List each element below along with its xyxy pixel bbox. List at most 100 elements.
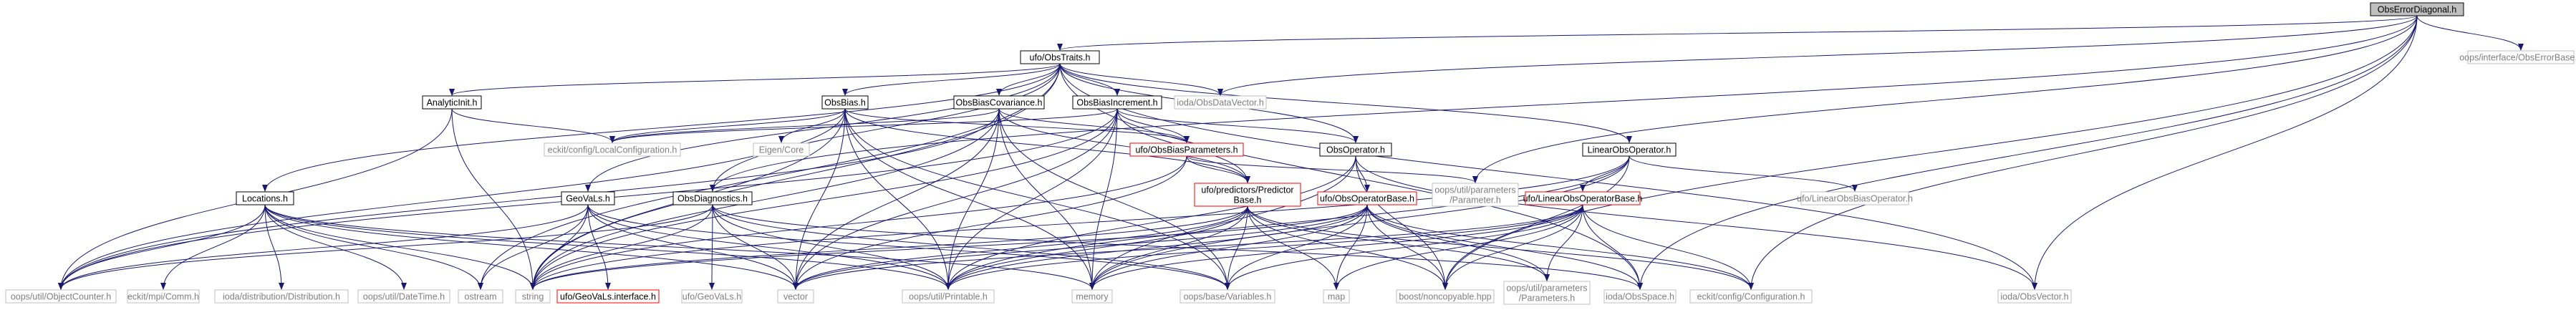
- node-label: oops/util/ObjectCounter.h: [11, 291, 111, 301]
- node-box: [5, 289, 117, 304]
- node-local-configuration: eckit/config/LocalConfiguration.h: [544, 142, 681, 157]
- edge-obs-error-diagonal-to-obs-diagnostics: [710, 15, 2418, 192]
- dependency-nodes: ObsErrorDiagonal.h ufo/ObsTraits.h oops/in…: [5, 2, 2576, 305]
- node-string: string: [515, 289, 551, 304]
- node-box: [753, 142, 810, 157]
- edge-obs-traits-to-obs-bias-increment: [1059, 63, 1120, 96]
- node-geo-va-ls-interface[interactable]: ufo/GeoVaLs.interface.h: [556, 289, 660, 304]
- node-linear-obs-operator-base[interactable]: ufo/LinearObsOperatorBase.h: [1523, 191, 1643, 205]
- node-box: [1317, 191, 1417, 205]
- node-label: ObsDiagnostics.h: [677, 193, 748, 203]
- edge-obs-bias-to-memory: [844, 108, 1095, 290]
- edge-predictor-base-to-variables: [1225, 205, 1248, 290]
- node-obs-space: ioda/ObsSpace.h: [1603, 289, 1677, 304]
- node-locations[interactable]: Locations.h: [236, 191, 294, 205]
- edge-obs-error-diagonal-to-obs-data-vector: [1217, 15, 2418, 96]
- edge-obs-bias-parameters-to-vector: [793, 155, 1187, 290]
- edge-analytic-init-to-local-configuration: [451, 108, 615, 143]
- node-label: ufo/GeoVaLs.interface.h: [560, 291, 656, 301]
- node-label: eckit/config/Configuration.h: [1697, 291, 1805, 301]
- edge-obs-operator-base-to-string: [530, 204, 1368, 290]
- node-label: boost/noncopyable.hpp: [1399, 291, 1491, 301]
- edge-geo-va-ls-to-ostream: [478, 204, 589, 290]
- edge-locations-to-eckit-comm: [160, 204, 266, 290]
- node-label: oops/interface/ObsErrorBase.h: [2459, 52, 2576, 62]
- edge-predictor-base-to-parameters: [1247, 205, 1550, 281]
- edge-linear-obs-operator-to-linear-obs-operator-base: [1580, 155, 1630, 192]
- node-ufo-geo-va-ls: ufo/GeoVaLs.h: [681, 289, 743, 304]
- edge-obs-bias-covariance-to-vector: [793, 108, 1000, 290]
- node-label: ioda/ObsSpace.h: [1606, 291, 1674, 301]
- edge-obs-bias-parameters-to-predictor-base: [1186, 155, 1250, 183]
- node-box: [357, 289, 450, 304]
- edge-obs-error-diagonal-to-obs-error-base: [2416, 15, 2524, 51]
- edge-obs-diagnostics-to-variables: [712, 204, 1230, 290]
- edge-predictor-base-to-printable: [945, 205, 1248, 290]
- node-box: [1323, 289, 1350, 304]
- node-box: [1020, 50, 1100, 64]
- edge-linear-obs-operator-base-to-map: [1333, 204, 1583, 290]
- node-label: string: [522, 291, 544, 301]
- edge-locations-to-memory: [264, 204, 1095, 290]
- node-label: memory: [1076, 291, 1109, 301]
- node-label: ioda/distribution/Distribution.h: [223, 291, 340, 301]
- node-box: [458, 289, 503, 304]
- edge-obs-operator-base-to-vector: [793, 204, 1368, 290]
- node-configuration: eckit/config/Configuration.h: [1689, 289, 1813, 304]
- edge-obs-operator-base-to-obs-space: [1366, 204, 1643, 290]
- node-obs-bias[interactable]: ObsBias.h: [821, 95, 869, 110]
- node-obs-diagnostics[interactable]: ObsDiagnostics.h: [672, 191, 753, 205]
- edge-obs-bias-increment-to-obs-bias-parameters: [1116, 108, 1190, 143]
- node-geo-va-ls[interactable]: GeoVaLs.h: [561, 191, 615, 205]
- node-box: [1072, 95, 1162, 110]
- node-label: vector: [783, 291, 808, 301]
- edge-obs-operator-to-memory: [1089, 155, 1356, 290]
- edge-obs-bias-covariance-to-obs-bias-parameters: [998, 108, 1190, 143]
- node-obs-operator[interactable]: ObsOperator.h: [1319, 142, 1392, 157]
- node-box: [1432, 183, 1519, 207]
- node-label: ObsBiasCovariance.h: [956, 97, 1043, 107]
- edge-predictor-base-to-noncopyable: [1247, 205, 1448, 290]
- node-label: oops/util/parameters: [1506, 283, 1587, 293]
- node-label: oops/util/DateTime.h: [363, 291, 445, 301]
- edge-locations-to-string: [264, 204, 536, 290]
- node-label: AnalyticInit.h: [427, 97, 478, 107]
- edge-obs-diagnostics-to-vector: [712, 204, 799, 290]
- node-box: [1689, 289, 1813, 304]
- edge-obs-operator-base-to-configuration: [1366, 204, 1754, 290]
- node-box: [127, 289, 200, 304]
- edge-obs-traits-to-linear-obs-operator: [1059, 63, 1632, 143]
- node-oops-parameter: oops/util/parameters/Parameter.h: [1432, 183, 1519, 207]
- node-label: ufo/LinearObsBiasOperator.h: [1797, 193, 1913, 203]
- edge-linear-obs-operator-base-to-printable: [945, 204, 1583, 290]
- node-obs-operator-base[interactable]: ufo/ObsOperatorBase.h: [1317, 191, 1417, 205]
- edge-analytic-init-to-string: [451, 108, 536, 290]
- node-linear-obs-operator[interactable]: LinearObsOperator.h: [1582, 142, 1677, 157]
- node-ostream: ostream: [458, 289, 503, 304]
- edge-obs-operator-base-to-variables: [1225, 204, 1368, 290]
- node-obs-bias-parameters[interactable]: ufo/ObsBiasParameters.h: [1129, 142, 1244, 157]
- node-label: Eigen/Core: [759, 145, 804, 155]
- node-label: ufo/GeoVaLs.h: [682, 291, 742, 301]
- node-label: ObsBiasIncrement.h: [1076, 97, 1157, 107]
- node-obs-traits[interactable]: ufo/ObsTraits.h: [1020, 50, 1100, 64]
- node-box: [1174, 95, 1267, 110]
- node-box: [1319, 142, 1392, 157]
- node-box: [1525, 191, 1641, 205]
- node-obs-bias-covariance[interactable]: ObsBiasCovariance.h: [953, 95, 1045, 110]
- edge-obs-traits-to-geo-va-ls: [585, 63, 1061, 192]
- node-box: [953, 95, 1045, 110]
- edge-linear-obs-operator-base-to-parameters: [1544, 204, 1583, 281]
- edge-obs-traits-to-obs-diagnostics: [710, 63, 1061, 192]
- edge-obs-traits-to-analytic-init: [449, 63, 1061, 96]
- edge-obs-bias-to-vector: [793, 108, 846, 290]
- node-obs-vector: ioda/ObsVector.h: [1997, 289, 2072, 304]
- node-obs-error-diagonal[interactable]: ObsErrorDiagonal.h: [2370, 2, 2464, 16]
- edge-geo-va-ls-to-geo-va-ls-interface: [587, 204, 611, 290]
- node-box: [544, 142, 681, 157]
- node-obs-bias-increment[interactable]: ObsBiasIncrement.h: [1072, 95, 1162, 110]
- node-memory: memory: [1071, 289, 1113, 304]
- node-analytic-init[interactable]: AnalyticInit.h: [422, 95, 482, 110]
- node-label: ufo/ObsOperatorBase.h: [1320, 193, 1414, 203]
